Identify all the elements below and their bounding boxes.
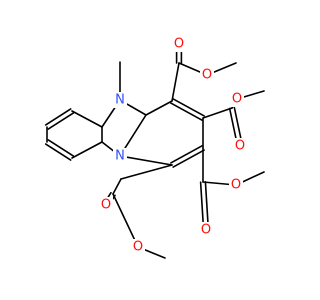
bond-c8a-b1 [71,110,103,128]
atom-o-bottom-carbonyl-label: O [101,198,111,213]
bond-n5-c4 [119,155,173,166]
double-bond-b1-b2-a [44,108,72,126]
bond-c1-ca [171,62,180,102]
atom-n-methyl: N [113,92,127,108]
atom-n-bridge: N [113,148,127,164]
atom-o-right-lower-ether-label: O [231,178,241,193]
molecule-structure-diagram: N N O O O O O O [44,36,265,259]
atom-n-methyl-label: N [115,93,125,108]
bond-cd-od2 [112,193,139,248]
double-bond-c1-c2-a [170,102,203,121]
atom-o-right-lower-ether: O [229,177,243,193]
atom-n-bridge-label: N [115,149,125,164]
double-bond-b3-b4-b [47,139,75,157]
bond-b4-c4a [71,141,103,159]
atom-o-bottom-ether: O [131,239,145,255]
atom-o-top-carbonyl: O [172,36,186,52]
bond-c7-cd [112,178,122,195]
atom-o-right-upper-carbonyl: O [233,138,247,154]
atom-o-bottom-ether-label: O [133,240,143,255]
atom-o-top-carbonyl-label: O [174,37,184,52]
atom-o-right-lower-carbonyl-label: O [201,223,211,238]
atom-o-right-lower-carbonyl: O [199,222,213,238]
atom-o-right-upper-ether: O [230,91,244,107]
atom-o-bottom-carbonyl: O [99,197,113,213]
bond-c9a-c1 [145,100,173,116]
bond-lines [44,43,265,259]
double-bond-c3-c4-a [170,145,203,164]
atom-o-right-upper-carbonyl-label: O [235,139,245,154]
double-bond-c3-c4-b [172,149,205,168]
double-bond-b3-b4-a [44,143,72,161]
bond-c4-c7 [120,164,173,180]
bond-c2-cb [202,107,233,119]
double-bond-cc-oc2-b [204,181,210,231]
atom-o-right-upper-ether-label: O [232,92,242,107]
atom-o-top-ether: O [200,67,214,83]
atom-labels: N N O O O O O O [99,36,247,255]
atom-o-top-ether-label: O [202,68,212,83]
double-bond-b1-b2-b [47,112,75,130]
double-bond-c1-c2-b [172,98,205,117]
